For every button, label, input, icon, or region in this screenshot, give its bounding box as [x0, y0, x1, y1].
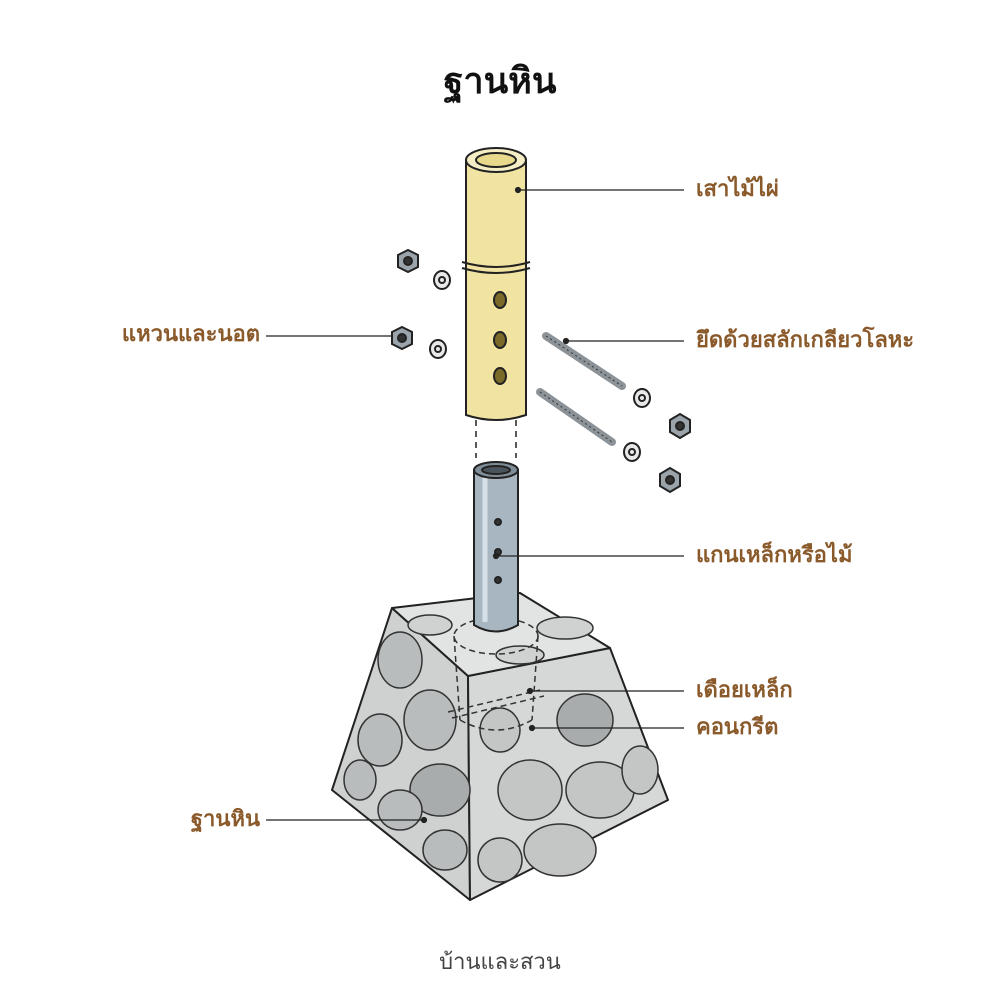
- stone-base-illustration: [331, 592, 669, 901]
- label-steel-dowel: เดือยเหล็ก: [696, 678, 793, 703]
- label-concrete: คอนกรีต: [696, 715, 779, 740]
- leader-lines: [266, 186, 684, 824]
- page-title: ฐานหิน: [443, 61, 557, 102]
- label-core-rod: แกนเหล็กหรือไม้: [696, 543, 853, 568]
- label-threaded-rod: ยึดด้วยสลักเกลียวโลหะ: [696, 328, 915, 353]
- label-washer-nut: แหวนและนอต: [121, 322, 260, 347]
- threaded-rods: [536, 332, 691, 494]
- label-stone-base: ฐานหิน: [190, 807, 260, 832]
- brand-logo: บ้านและสวน: [439, 950, 561, 975]
- bamboo-post: [461, 147, 531, 421]
- steel-core-rod: [473, 461, 519, 633]
- label-bamboo-post: เสาไม้ไผ่: [696, 177, 779, 202]
- left-nuts-washers: [391, 248, 451, 359]
- connection-guide: [475, 420, 517, 458]
